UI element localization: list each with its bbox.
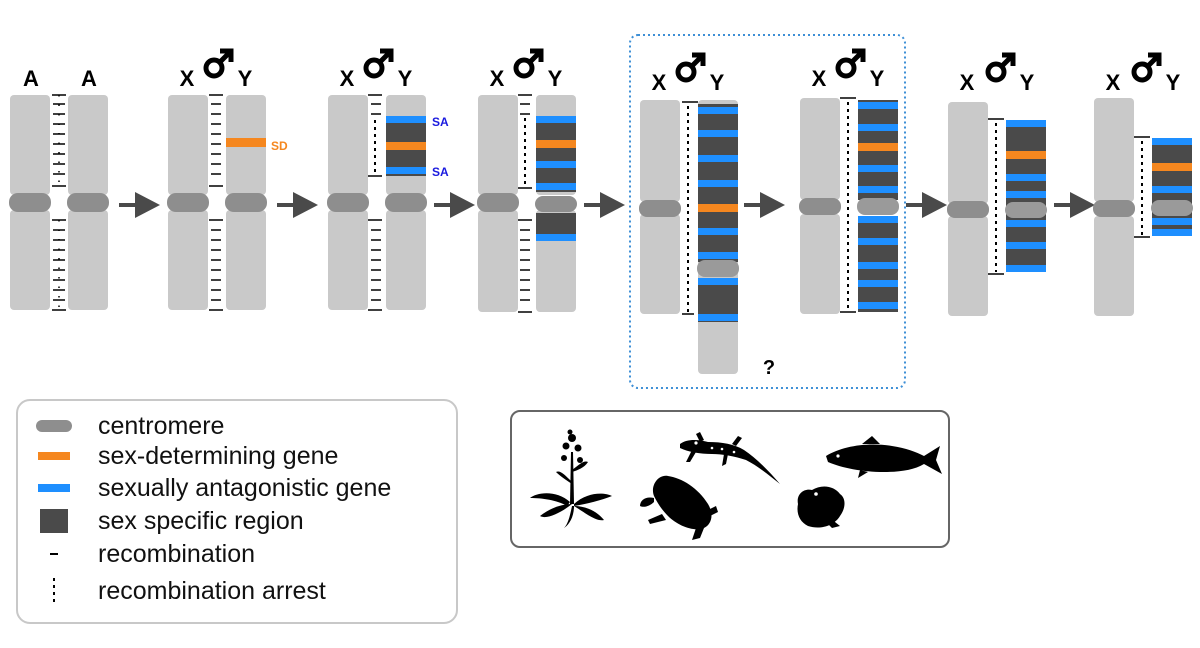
stage-4: X Y (477, 51, 577, 313)
male-symbol-icon (1134, 55, 1159, 80)
legend-label: sexually antagonistic gene (98, 474, 392, 502)
chromosome-label-right: Y (710, 70, 725, 95)
centromere (697, 260, 739, 277)
sexually-antagonistic-gene (386, 116, 426, 123)
chromosome-label-left: X (652, 70, 667, 95)
male-symbol-icon (678, 55, 703, 80)
chromosome-arm (68, 210, 108, 310)
chromosome-label-left: X (490, 66, 505, 91)
centromere (327, 193, 369, 212)
centromere (167, 193, 209, 212)
frog-silhouette-icon (797, 486, 845, 528)
chromosome-label-right: A (81, 66, 97, 91)
chromosome-label-right: Y (870, 66, 885, 91)
stage-5: X Y ? (639, 55, 775, 379)
legend-item-recombination: recombination (18, 539, 456, 569)
legend: centromere sex-determining gene sexually… (16, 399, 458, 624)
centromere (225, 193, 267, 212)
stage-3: X Y SA SA (327, 51, 449, 311)
salmon-silhouette-icon (826, 436, 942, 478)
chromosome-label-right: Y (548, 66, 563, 91)
chromosome-label-right: Y (1166, 70, 1181, 95)
sexually-antagonistic-gene (386, 167, 426, 174)
centromere (639, 200, 681, 217)
question-mark: ? (763, 357, 775, 379)
chromosome-label-right: Y (398, 66, 413, 91)
male-symbol-icon (366, 51, 391, 76)
chromosome-arm (68, 95, 108, 195)
sex-determining-gene-icon (38, 452, 70, 460)
recombination-arrest-icon (53, 578, 55, 604)
arrow (584, 192, 625, 218)
arrow (277, 192, 318, 218)
chromosome-arm (10, 95, 50, 195)
chromosome-label-left: A (23, 66, 39, 91)
plant-silhouette-icon (530, 429, 612, 528)
chromosome-label-left: X (340, 66, 355, 91)
sa-label: SA (432, 165, 449, 179)
arrow (434, 192, 475, 218)
arrow (906, 192, 947, 218)
gecko-silhouette-icon (680, 432, 780, 484)
sex-determining-gene (386, 142, 426, 150)
centromere-icon (36, 420, 72, 432)
legend-item-centromere: centromere (18, 411, 456, 441)
centromere (67, 193, 109, 212)
male-symbol-icon (206, 51, 231, 76)
highlight-box (629, 34, 906, 389)
recombination-marks (53, 103, 65, 301)
arrow (119, 192, 160, 218)
legend-label: sex specific region (98, 507, 304, 535)
centromere (1005, 202, 1047, 218)
legend-item-sexually-antagonistic-gene: sexually antagonistic gene (18, 473, 456, 503)
centromere (385, 193, 427, 212)
stage-7: X Y (947, 55, 1047, 316)
stage-2: X Y SD (167, 51, 288, 311)
recombination-icon (50, 553, 58, 555)
stage-6: X Y (799, 51, 899, 314)
organisms-panel (510, 410, 950, 548)
centromere (1151, 200, 1193, 216)
sex-determining-gene (226, 138, 266, 147)
legend-item-sex-specific-region: sex specific region (18, 506, 456, 536)
centromere (857, 198, 899, 215)
recombination-marks (211, 103, 221, 301)
chromosome-label-left: X (1106, 70, 1121, 95)
centromere (1093, 200, 1135, 217)
legend-label: recombination (98, 540, 256, 568)
chromosome-arm (10, 210, 50, 310)
legend-label: recombination arrest (98, 577, 326, 605)
arrow (744, 192, 785, 218)
legend-item-recombination-arrest: recombination arrest (18, 576, 456, 606)
sd-label: SD (271, 139, 288, 153)
centromere (9, 193, 51, 212)
sex-specific-region-icon (40, 509, 68, 533)
arrow (1054, 192, 1095, 218)
centromere (799, 198, 841, 215)
sex-specific-region (536, 116, 576, 192)
chromosome-label-right: Y (238, 66, 253, 91)
centromere (535, 196, 577, 212)
centromere (477, 193, 519, 212)
legend-label: centromere (98, 412, 225, 440)
legend-item-sex-determining-gene: sex-determining gene (18, 441, 456, 471)
turtle-silhouette-icon (640, 475, 718, 540)
stage-8: X Y (1093, 55, 1193, 316)
stage-1: A A (9, 66, 109, 311)
chromosome-label-right: Y (1020, 70, 1035, 95)
sa-label: SA (432, 115, 449, 129)
chromosome-label-left: X (960, 70, 975, 95)
chromosome-label-left: X (180, 66, 195, 91)
male-symbol-icon (988, 55, 1013, 80)
centromere (947, 201, 989, 218)
legend-label: sex-determining gene (98, 442, 339, 470)
male-symbol-icon (516, 51, 541, 76)
male-symbol-icon (838, 51, 863, 76)
sexually-antagonistic-gene-icon (38, 484, 70, 492)
chromosome-label-left: X (812, 66, 827, 91)
